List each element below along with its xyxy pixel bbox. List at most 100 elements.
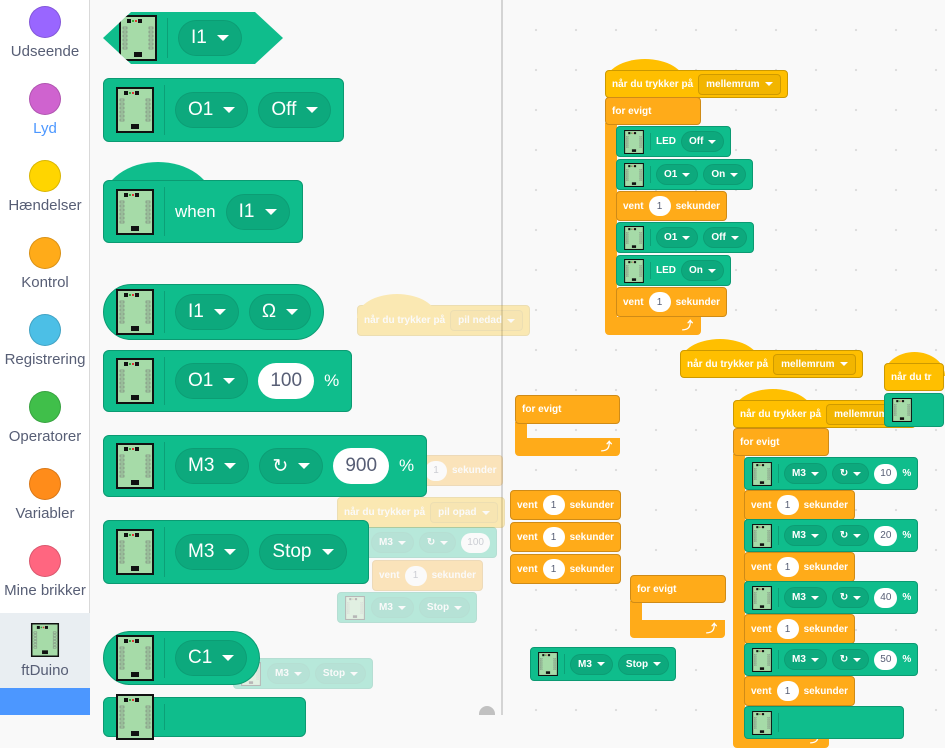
dropdown[interactable]: M3 [267, 663, 310, 684]
category-operatorer[interactable]: Operatorer [0, 385, 90, 462]
number-input[interactable]: 1 [648, 292, 671, 312]
number-input[interactable]: 1 [776, 619, 799, 639]
forever-block[interactable]: for evigt [515, 395, 620, 424]
dropdown[interactable]: Off [258, 92, 332, 128]
sensor-input-reporter[interactable]: I1 [103, 12, 283, 64]
motor-direction-speed-block[interactable]: M3↻900% [103, 435, 428, 497]
dropdown[interactable]: On [703, 164, 747, 185]
motor-direction-speed-block[interactable]: M3↻10% [744, 457, 919, 490]
dropdown[interactable]: ↻ [831, 649, 870, 670]
dropdown[interactable]: M3 [371, 597, 414, 618]
category-kontrol[interactable]: Kontrol [0, 231, 90, 308]
dropdown[interactable]: ↻ [259, 448, 324, 484]
dropdown[interactable]: mellemrum [773, 353, 856, 375]
counter-reporter[interactable]: C1 [103, 631, 261, 685]
dropdown[interactable]: Off [681, 131, 725, 152]
number-input[interactable]: 40 [874, 587, 898, 608]
forever-block[interactable]: for evigt [630, 575, 726, 603]
dropdown[interactable]: M3 [570, 653, 613, 675]
dropdown[interactable]: M3 [784, 587, 827, 608]
dropdown[interactable]: O1 [656, 164, 699, 185]
dropdown[interactable]: Ω [248, 294, 312, 330]
board-block[interactable] [884, 393, 944, 427]
dropdown[interactable]: ↻ [831, 587, 870, 608]
number-input[interactable]: 1 [542, 495, 565, 515]
dropdown[interactable]: mellemrum [698, 73, 781, 95]
number-input[interactable]: 1 [404, 565, 427, 586]
motor-direction-speed-block[interactable]: M3↻40% [744, 581, 919, 614]
dropdown[interactable]: I1 [178, 20, 242, 56]
number-input[interactable]: 1 [648, 196, 671, 216]
motor-direction-speed-block[interactable]: M3↻50% [744, 643, 919, 676]
dropdown[interactable]: M3 [371, 532, 414, 553]
category-mine-brikker[interactable]: Mine brikker [0, 539, 90, 616]
number-input[interactable]: 1 [542, 527, 565, 547]
forever-block[interactable]: for evigt [733, 428, 829, 456]
extension-button[interactable] [0, 688, 90, 715]
dropdown[interactable]: On [681, 260, 724, 281]
dropdown[interactable]: C1 [175, 640, 248, 676]
forever-block[interactable]: for evigt [605, 97, 701, 125]
dropdown[interactable]: I1 [225, 193, 290, 230]
dropdown[interactable]: M3 [784, 649, 827, 670]
number-input[interactable]: 1 [776, 495, 799, 515]
dropdown[interactable]: ↻ [419, 532, 456, 553]
dropdown[interactable]: I1 [175, 294, 239, 330]
key-pressed-hat-block[interactable]: når du tr [884, 352, 945, 391]
dropdown[interactable]: M3 [175, 448, 250, 484]
partial-block[interactable] [103, 694, 306, 740]
number-input[interactable]: 900 [333, 448, 390, 484]
dropdown[interactable]: O1 [175, 92, 249, 128]
dropdown[interactable]: Stop [419, 597, 470, 618]
category-registrering[interactable]: Registrering [0, 308, 90, 385]
dropdown[interactable]: ↻ [831, 463, 870, 484]
dropdown[interactable]: pil opad [430, 502, 498, 523]
dropdown[interactable]: O1 [656, 227, 699, 248]
dropdown[interactable]: Stop [617, 653, 670, 675]
number-input[interactable]: 1 [425, 460, 447, 481]
number-input[interactable]: 100 [461, 532, 490, 553]
number-input[interactable]: 1 [776, 681, 799, 701]
category-ftduino[interactable]: ftDuino [0, 613, 90, 688]
category-udseende[interactable]: Udseende [0, 0, 90, 77]
dropdown[interactable]: ↻ [831, 525, 870, 546]
dropdown[interactable]: M3 [784, 525, 827, 546]
category-hændelser[interactable]: Hændelser [0, 154, 90, 231]
number-input[interactable]: 20 [874, 525, 898, 546]
category-variabler[interactable]: Variabler [0, 462, 90, 539]
number-input[interactable]: 1 [542, 559, 565, 579]
number-input[interactable]: 50 [874, 649, 898, 670]
dropdown[interactable]: O1 [175, 363, 249, 399]
dropdown[interactable]: M3 [784, 463, 827, 484]
dropdown[interactable]: M3 [175, 534, 250, 570]
number-input[interactable]: 10 [874, 463, 898, 484]
number-input[interactable]: 100 [258, 363, 315, 399]
motor-direction-speed-block[interactable]: M3↻20% [744, 519, 919, 552]
number-input[interactable]: 1 [776, 557, 799, 577]
